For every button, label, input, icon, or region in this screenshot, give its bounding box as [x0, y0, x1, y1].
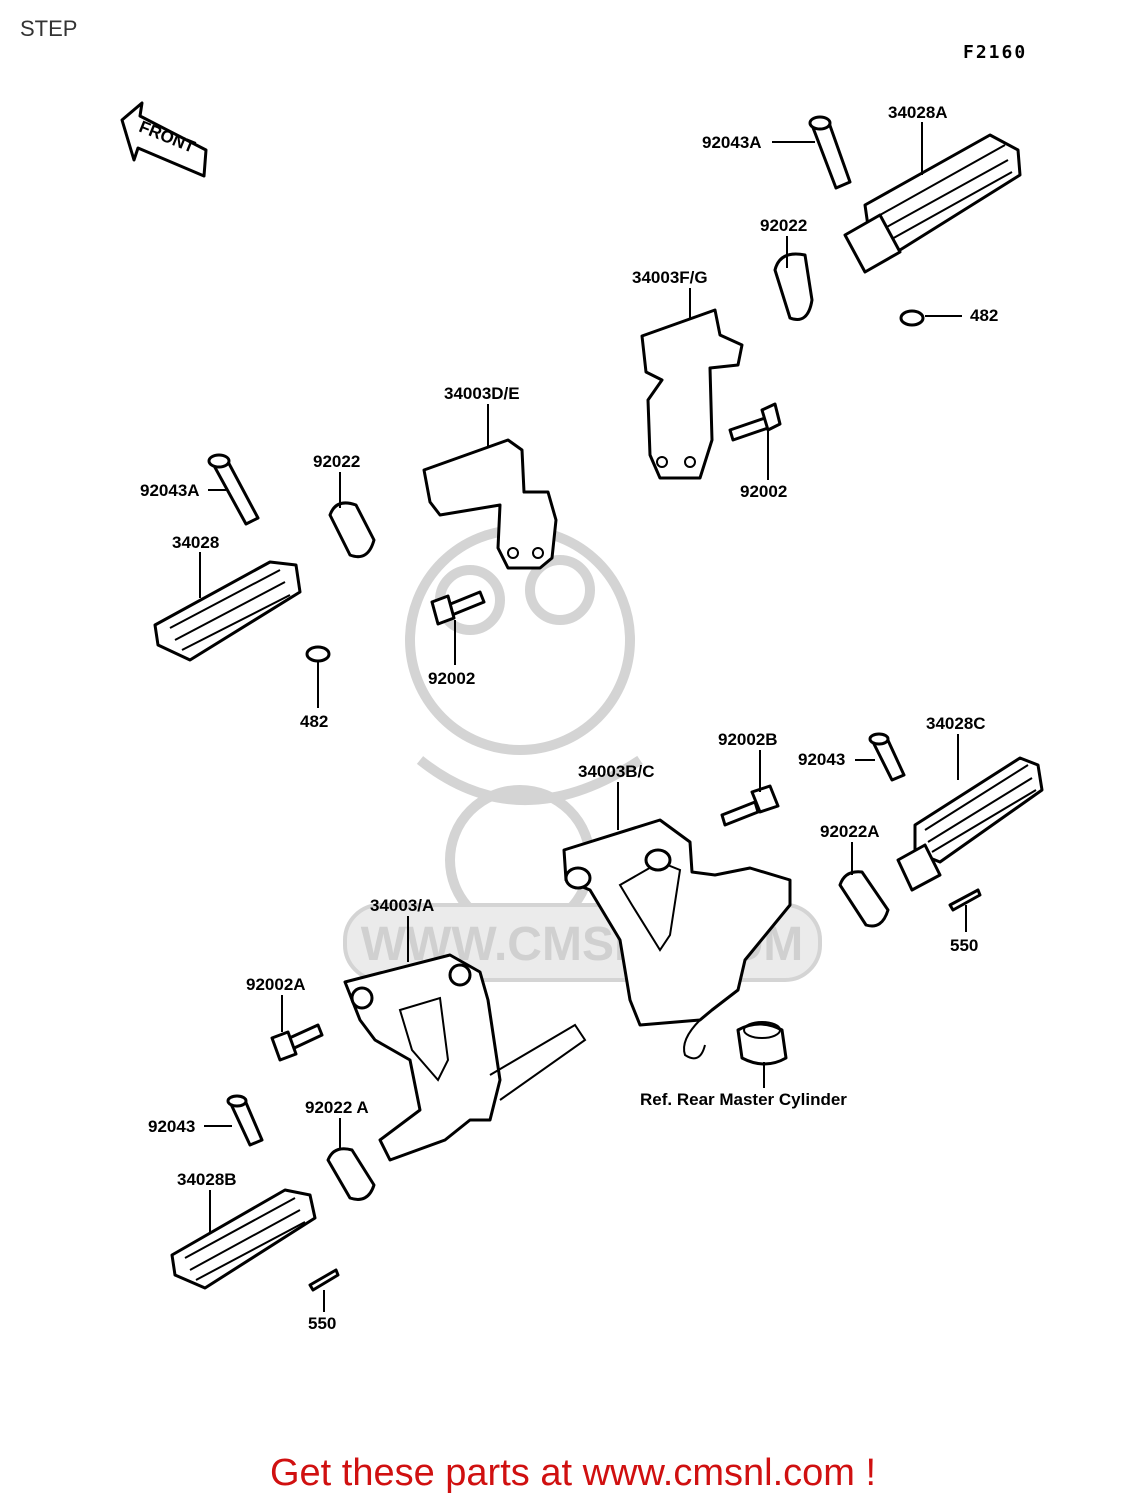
label-92022-upper-right: 92022: [760, 216, 807, 235]
bracket-left-lower-part: [343, 953, 587, 1162]
label-92043A-upper-right: 92043A: [702, 133, 762, 152]
label-34003FG: 34003F/G: [632, 268, 708, 287]
label-92022A-lower-right: 92022A: [820, 822, 880, 841]
cotter-right-lower-part: [948, 888, 982, 912]
label-92002-upper-right: 92002: [740, 482, 787, 501]
label-34003BC: 34003B/C: [578, 762, 655, 781]
bushing-left-lower-part: [326, 1147, 376, 1201]
label-482-upper-right: 482: [970, 306, 998, 325]
bolt-left-upper-part: [430, 590, 486, 626]
pin-left-lower-part: [226, 1094, 264, 1147]
pin-right-lower-part: [868, 732, 906, 782]
label-92043-lower-right: 92043: [798, 750, 845, 769]
bushing-right-upper-part: [773, 252, 814, 321]
label-92002A: 92002A: [246, 975, 306, 994]
label-92043-lower-left: 92043: [148, 1117, 195, 1136]
label-34028C: 34028C: [926, 714, 986, 733]
footpeg-left-lower-part: [170, 1188, 317, 1290]
label-92022A-lower-left: 92022 A: [305, 1098, 369, 1117]
footpeg-right-lower-part: [896, 756, 1044, 892]
label-92002B: 92002B: [718, 730, 778, 749]
label-92002-upper-left: 92002: [428, 669, 475, 688]
label-rear-master-cylinder: Ref. Rear Master Cylinder: [640, 1090, 847, 1109]
bolt-right-lower-part: [720, 784, 780, 827]
washer-right-upper-part: [899, 309, 925, 327]
bracket-left-upper-part: [422, 438, 558, 570]
bracket-right-lower-part: [562, 818, 792, 1060]
front-arrow-icon: FRONT: [120, 101, 208, 178]
bolt-right-upper-part: [728, 402, 782, 442]
cotter-left-lower-part: [308, 1268, 340, 1292]
pin-left-upper-part: [207, 453, 260, 526]
callout-lines: [199, 122, 967, 1312]
footpeg-right-upper-part: [843, 133, 1022, 274]
label-550-lower-left: 550: [308, 1314, 336, 1333]
parts-diagram: WWW.CMSNL.COM FRONT: [120, 101, 1044, 1333]
label-34028B: 34028B: [177, 1170, 237, 1189]
label-92022-upper-left: 92022: [313, 452, 360, 471]
promo-link[interactable]: Get these parts at www.cmsnl.com !: [269, 1452, 877, 1494]
label-34003DE: 34003D/E: [444, 384, 520, 403]
washer-left-upper-part: [305, 645, 331, 663]
label-550-lower-right: 550: [950, 936, 978, 955]
rear-master-cylinder-part: [736, 1021, 788, 1066]
label-34028A: 34028A: [888, 103, 948, 122]
footpeg-left-upper-part: [153, 560, 302, 662]
bracket-right-upper-part: [640, 308, 744, 480]
label-34003A: 34003/A: [370, 896, 434, 915]
label-34028: 34028: [172, 533, 219, 552]
bushing-left-upper-part: [328, 501, 376, 559]
label-482-upper-left: 482: [300, 712, 328, 731]
page-title: STEP: [20, 16, 78, 41]
diagram-code: F2160: [963, 42, 1028, 63]
bolt-left-lower-part: [270, 1023, 324, 1062]
pin-right-upper-part: [808, 115, 852, 190]
label-92043A-upper-left: 92043A: [140, 481, 200, 500]
bushing-right-lower-part: [838, 870, 890, 928]
